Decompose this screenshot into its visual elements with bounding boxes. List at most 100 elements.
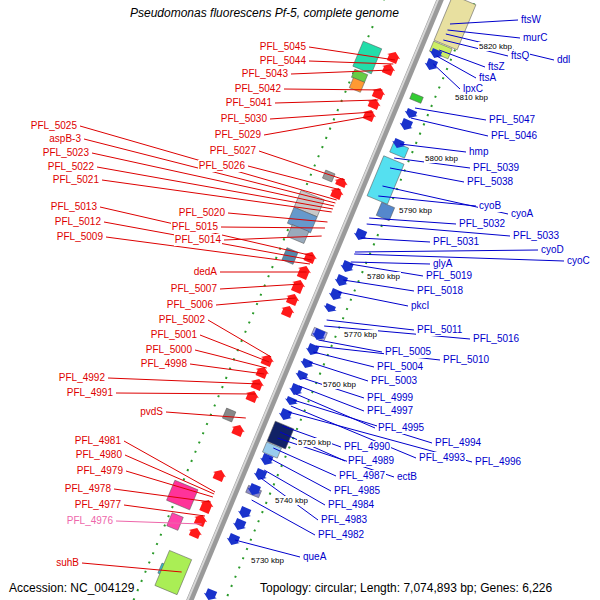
gene-label: PFL_5004 [376,361,424,373]
leader-line [235,540,300,557]
gene-arrow [187,525,204,539]
leader-line [252,500,315,535]
gene-label: PFL_5046 [490,130,538,142]
gene-label: PFL_4980 [75,449,123,461]
gene-block [167,513,183,531]
gene-arrow [246,482,263,497]
gene-label: PFL_5002 [158,314,206,326]
gene-label: PFL_4981 [74,435,122,447]
gene-label: PFL_4976 [66,515,114,527]
gene-block [222,408,235,422]
leader-line [415,108,486,120]
gene-label: PFL_5021 [52,174,100,186]
leader-line [190,364,264,374]
gene-label: dedA [193,266,218,278]
scale-tick-label: 5740 kbp [274,496,309,505]
leader-line [261,478,318,520]
gene-label: PFL_4992 [58,372,106,384]
gene-arrow [370,85,387,100]
gene-label: PFL_5005 [384,346,432,358]
left-dotted-track [123,0,408,600]
gene-label: PFL_5015 [171,221,219,233]
leader-line [369,218,456,224]
footer-note: Accession: NC_004129 [8,581,135,595]
gene-label: PFL_5022 [47,161,95,173]
leader-line [195,350,267,368]
leader-line [116,393,256,394]
title: Pseudomonas fluorescens Pf-5, complete g… [128,6,401,20]
scale-tick-label: 5790 kbp [398,206,433,215]
gene-arrow [230,422,247,437]
leader-lines [80,20,564,572]
leader-line [280,432,345,461]
leader-line [108,378,260,384]
gene-label: PFL_5012 [54,216,102,228]
gene-label: PFL_4977 [74,499,122,511]
gene-arrow [279,303,296,318]
leader-line [355,250,538,252]
gene-label: PFL_5041 [225,97,273,109]
gene-arrow [385,49,402,64]
leader-line [216,298,296,305]
scale-dotted-track [201,0,486,600]
gene-block [376,202,394,220]
gene-label: PFL_5027 [209,145,257,157]
scale-tick-label: 5800 kbp [424,154,459,163]
gene-label: PFL_5013 [50,201,98,213]
leader-line [124,505,205,516]
leader-line [291,70,391,74]
gene-label: pkcI [410,300,430,312]
leader-line [284,89,382,90]
leader-line [224,236,322,240]
gene-label: PFL_4994 [434,437,482,449]
gene-label: PFL_4983 [320,514,368,526]
leader-line [327,320,414,330]
leader-line [208,320,271,357]
gene-label: ectB [396,471,418,483]
leader-line [378,196,476,206]
gene-block [434,0,476,50]
leader-line [437,56,476,78]
gene-label: PFL_5030 [220,113,268,125]
gene-label: PFL_4984 [327,499,375,511]
leader-line [166,412,246,418]
gene-label: PFL_4979 [76,465,124,477]
leader-line [411,118,488,136]
leader-line [313,352,374,367]
gene-arrow [361,107,378,122]
gene-label: PFL_5026 [198,160,246,172]
leader-line [126,471,213,497]
leader-line [351,262,430,264]
gene-label: PFL_5025 [30,120,78,132]
gene-label: PFL_4995 [377,422,425,434]
genome-track [115,0,490,600]
leader-line [309,61,393,64]
gene-label: queA [302,551,327,563]
leader-line [316,346,440,360]
gene-label: PFL_4998 [140,358,188,370]
gene-label: PFL_5014 [174,234,222,246]
gene-label: PFL_4997 [366,405,414,417]
gene-label: PFL_5038 [466,176,514,188]
leader-line [220,272,307,273]
leader-line [439,50,485,67]
gene-label: PFL_5003 [370,375,418,387]
leader-line [299,386,364,411]
gene-arrow [423,57,440,72]
leader-line [80,126,337,200]
leader-line [114,489,211,502]
gene-label: PFL_4990 [343,441,391,453]
gene-label: ftsW [520,14,542,26]
gene-arrow [202,587,219,600]
gene-label: PFL_5007 [170,283,218,295]
gene-label: ftsQ [510,50,530,62]
gene-label: cyoD [540,244,565,256]
leader-line [228,213,327,222]
gene-label: PFL_5032 [458,218,506,230]
gene-arrow [327,287,344,302]
leader-line [338,292,408,306]
scale-tick-label: 5750 kbp [297,438,332,447]
gene-label: PFL_4991 [66,387,114,399]
gene-arrow [236,505,253,520]
